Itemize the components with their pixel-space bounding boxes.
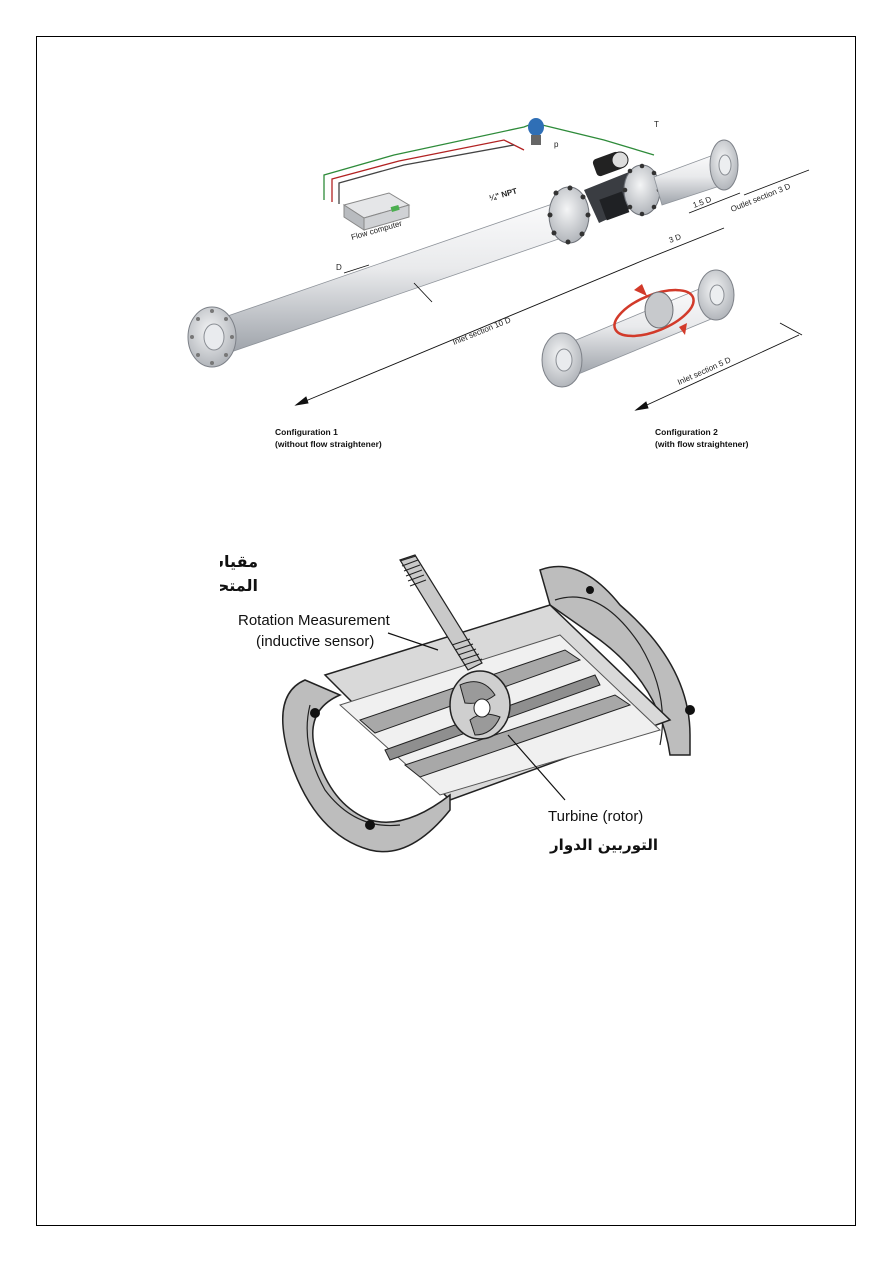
inlet-flange bbox=[282, 679, 451, 853]
inlet-flange-1 bbox=[187, 306, 237, 368]
leader-lines bbox=[387, 632, 566, 801]
sensor-label-en-line1: Rotation Measurement bbox=[238, 612, 391, 629]
sensor-label-en-line2: (inductive sensor) bbox=[256, 633, 374, 650]
flow-straightener bbox=[613, 284, 695, 338]
turbine-label-ar: التوربين الدوار bbox=[549, 836, 658, 854]
turbine-rotor bbox=[449, 670, 511, 740]
config1-subtitle: (without flow straightener) bbox=[275, 439, 382, 449]
sensor-label-ar-line2: المتحسس الحثي bbox=[220, 576, 258, 596]
turbine-cutaway-diagram: مقياس الدوران المتحسس الحثي Rotation Mea… bbox=[220, 545, 717, 880]
turbine-label-en: Turbine (rotor) bbox=[548, 808, 643, 825]
dimension-lines bbox=[294, 169, 810, 406]
sensor-label-ar-line1: مقياس الدوران bbox=[220, 552, 258, 571]
inductive-sensor bbox=[399, 554, 483, 671]
p-label: p bbox=[554, 140, 559, 149]
pressure-transmitter: p bbox=[528, 118, 559, 149]
flow-computer: Flow computer bbox=[342, 192, 411, 242]
installation-diagram: Flow computer bbox=[187, 118, 810, 449]
meter-downstream-flange bbox=[622, 163, 662, 217]
config1-title: Configuration 1 bbox=[275, 427, 338, 437]
page-border bbox=[36, 36, 856, 1226]
signal-wiring bbox=[323, 122, 655, 204]
outlet-pipe bbox=[653, 139, 739, 206]
npt-label: ¼" NPT bbox=[488, 186, 518, 203]
config2-dimension bbox=[634, 322, 803, 411]
meter-upstream-flange bbox=[547, 185, 591, 245]
inlet-5d-label: Inlet section 5 D bbox=[676, 355, 732, 387]
d-label: D bbox=[336, 263, 342, 272]
config2-pipe bbox=[541, 269, 735, 388]
outlet-section-label: Outlet section 3 D bbox=[729, 182, 792, 214]
t-label: T bbox=[654, 120, 659, 129]
inlet-10d-label: Inlet section 10 D bbox=[451, 315, 512, 347]
config2-subtitle: (with flow straightener) bbox=[655, 439, 749, 449]
config2-title: Configuration 2 bbox=[655, 427, 718, 437]
dim-3d-label: 3 D bbox=[668, 232, 683, 245]
